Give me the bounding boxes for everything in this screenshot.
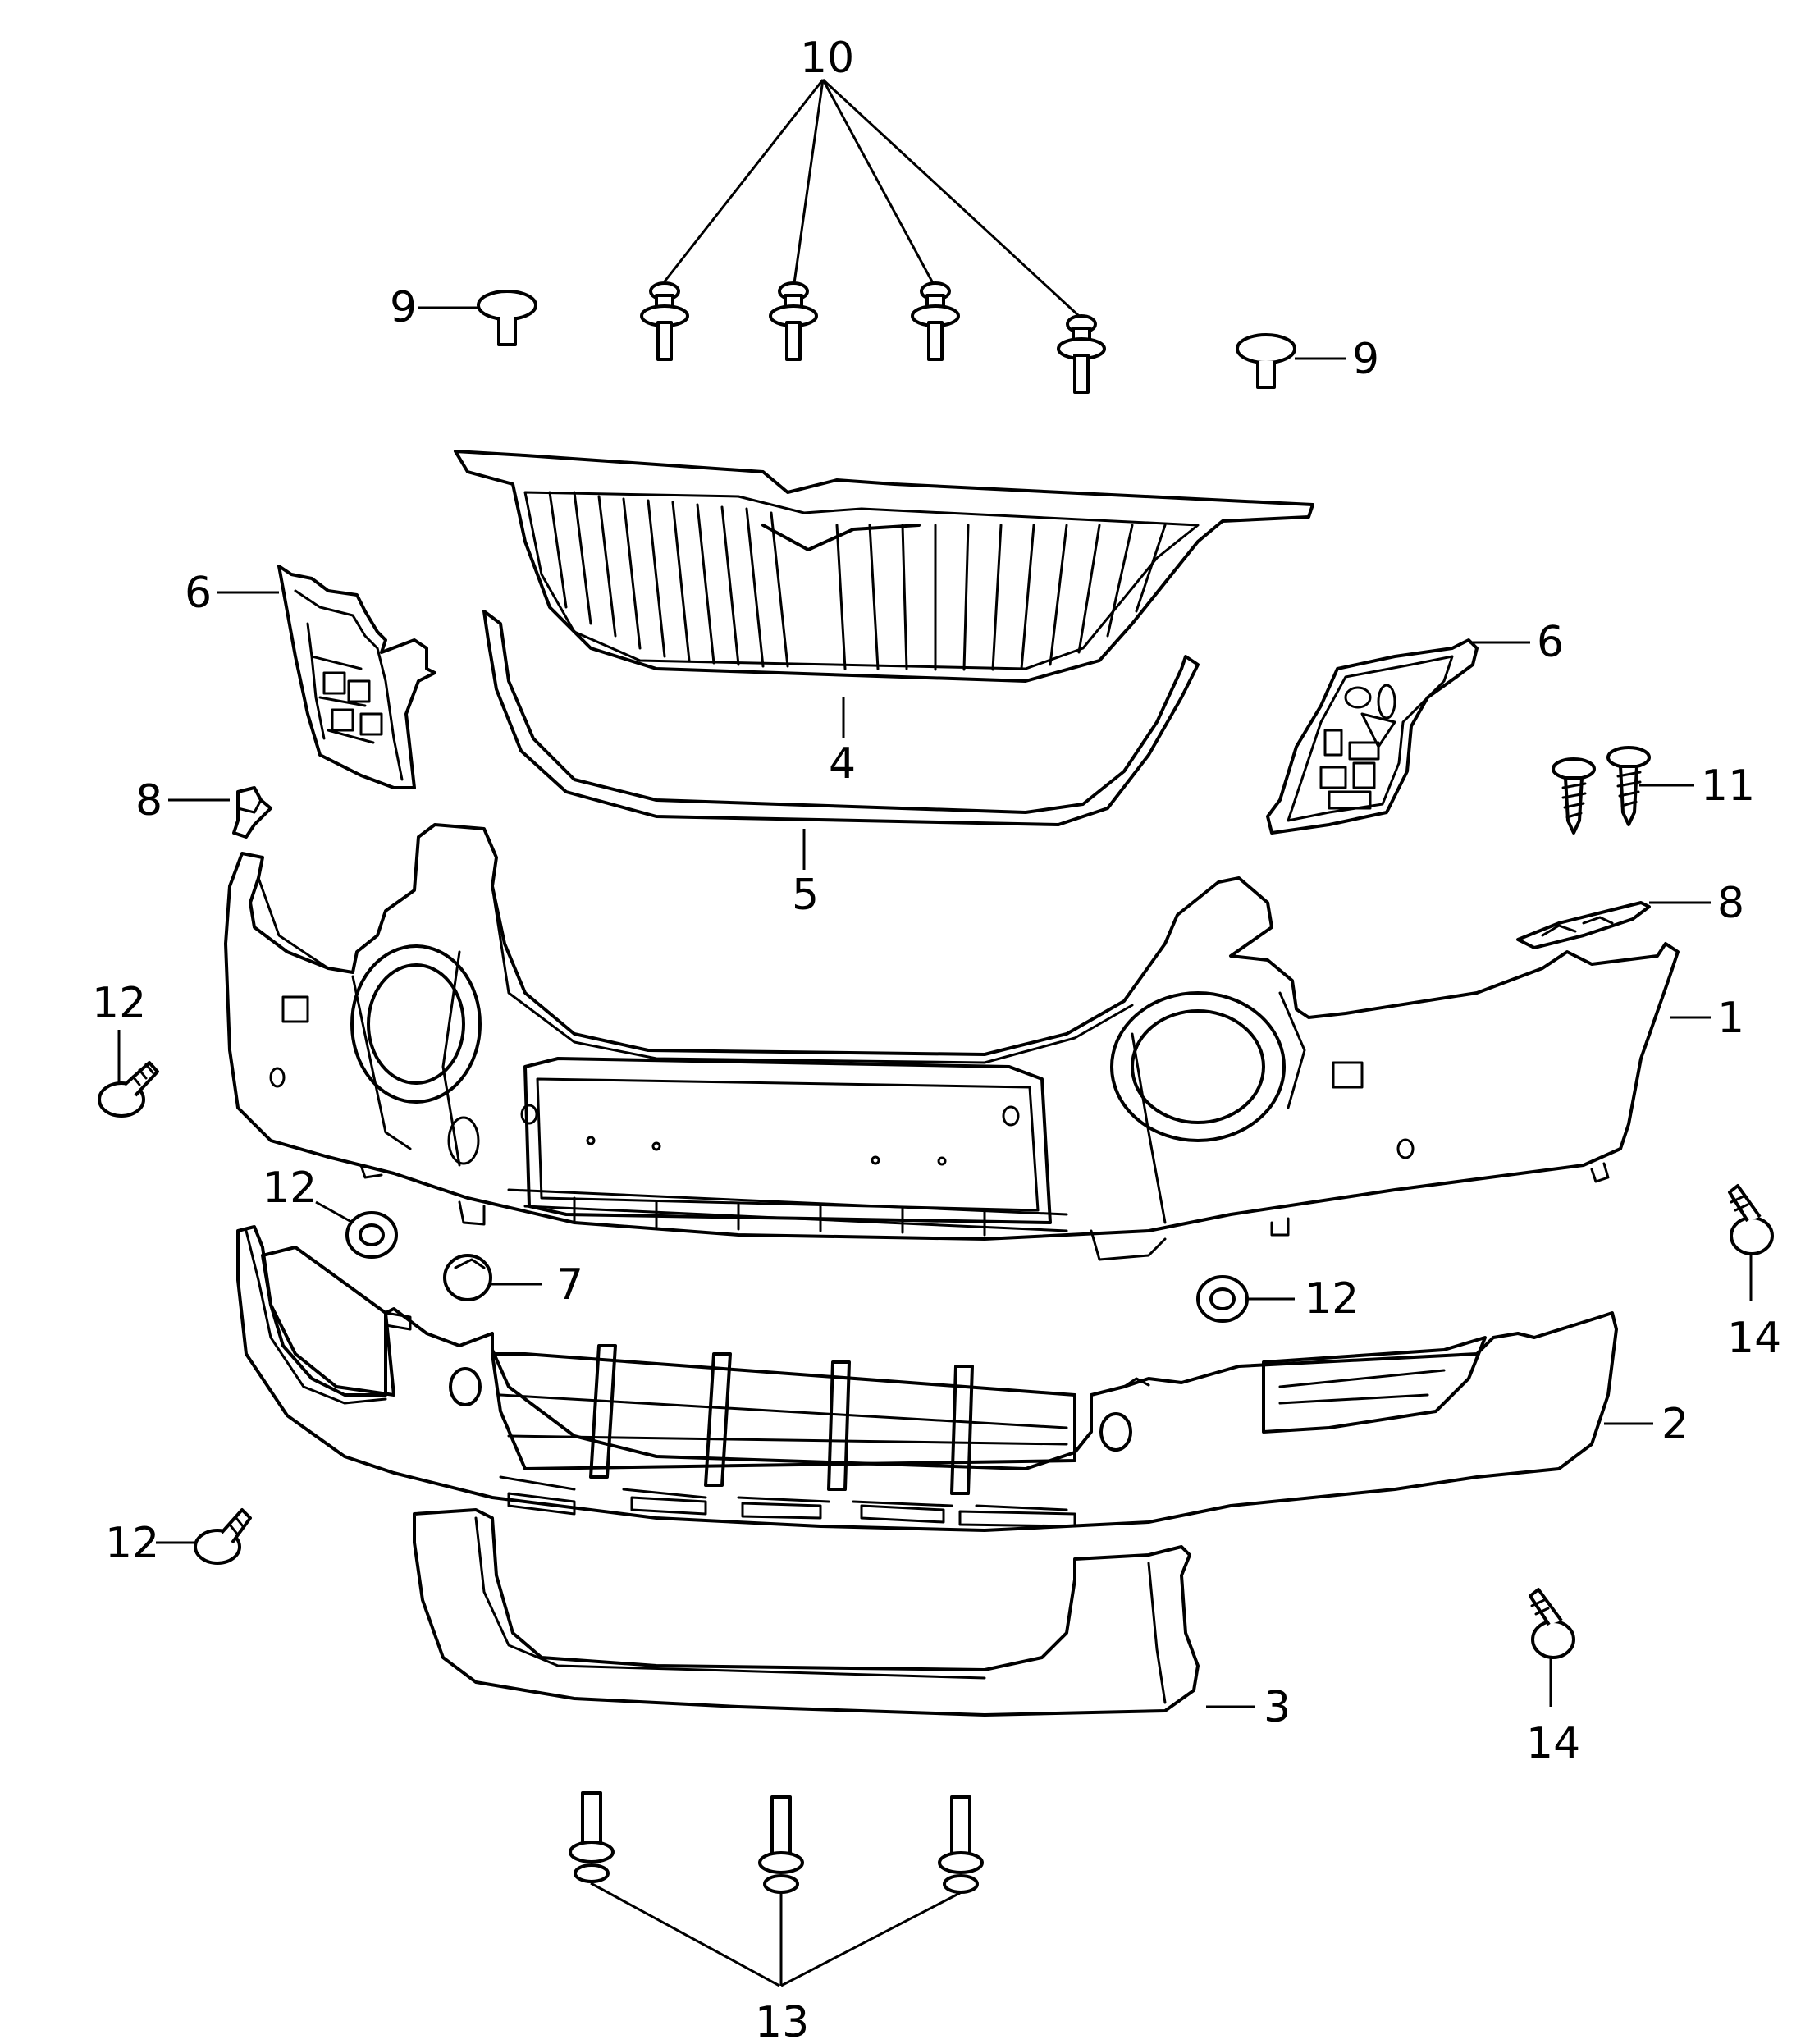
part-12-screw-left-upper-icon (98, 1061, 159, 1118)
part-6-left-bracket (277, 565, 436, 789)
label-5: 5 (792, 871, 819, 920)
part-11-screw-right-icon (1606, 746, 1651, 826)
part-8-right-bracket (1516, 901, 1651, 949)
part-13-fastener-1-icon (569, 1791, 615, 1883)
label-13: 13 (755, 1998, 809, 2044)
label-14-upper: 14 (1727, 1314, 1781, 1363)
part-9-right-clip-icon (1236, 333, 1296, 389)
label-12-upper-left: 12 (92, 979, 146, 1028)
label-9-right: 9 (1352, 335, 1379, 384)
part-10-fastener-1-icon (640, 281, 689, 361)
label-8-left: 8 (135, 776, 162, 825)
part-8-left-clip (232, 786, 272, 839)
part-6-right-bracket (1266, 638, 1479, 835)
part-4-radiator-grille (454, 450, 1314, 683)
part-14-screw-upper-icon (1728, 1184, 1774, 1255)
label-10: 10 (800, 34, 854, 83)
part-10-fastener-3-icon (911, 281, 960, 361)
part-10-fastener-4-icon (1057, 314, 1106, 394)
part-labels: 10 9 9 6 6 4 5 8 8 11 1 12 12 7 12 14 2 … (92, 34, 1781, 2044)
part-12-nut-center-right-icon (1196, 1275, 1249, 1323)
label-11: 11 (1701, 761, 1755, 811)
label-12-lower-left: 12 (105, 1519, 159, 1568)
part-12-nut-center-left-icon (345, 1211, 398, 1259)
part-3-spoiler-lip (413, 1508, 1200, 1717)
label-4: 4 (829, 739, 856, 789)
part-5-trim-frame (482, 610, 1200, 826)
label-6-right: 6 (1537, 618, 1564, 667)
label-14-lower: 14 (1526, 1719, 1580, 1768)
part-11-screw-left-icon (1552, 757, 1596, 835)
label-1: 1 (1717, 994, 1744, 1043)
label-6-left: 6 (185, 569, 212, 618)
part-12-screw-left-lower-icon (194, 1508, 252, 1565)
part-2-lower-spoiler (236, 1225, 1618, 1532)
label-3: 3 (1264, 1683, 1291, 1732)
part-13-fastener-2-icon (758, 1795, 804, 1894)
label-7: 7 (556, 1260, 583, 1310)
label-8-right: 8 (1717, 879, 1744, 928)
part-10-fastener-2-icon (769, 281, 818, 361)
part-14-screw-lower-icon (1529, 1588, 1575, 1659)
label-2: 2 (1661, 1400, 1689, 1449)
leader-lines (117, 78, 1753, 1987)
label-9-left: 9 (390, 283, 417, 332)
part-1-bumper-cover (224, 823, 1680, 1261)
label-12-center-left: 12 (263, 1164, 317, 1213)
part-13-fastener-3-icon (938, 1795, 984, 1894)
part-9-left-clip-icon (477, 290, 537, 346)
label-12-center-right: 12 (1305, 1274, 1359, 1324)
part-7-cap-icon (443, 1254, 492, 1301)
